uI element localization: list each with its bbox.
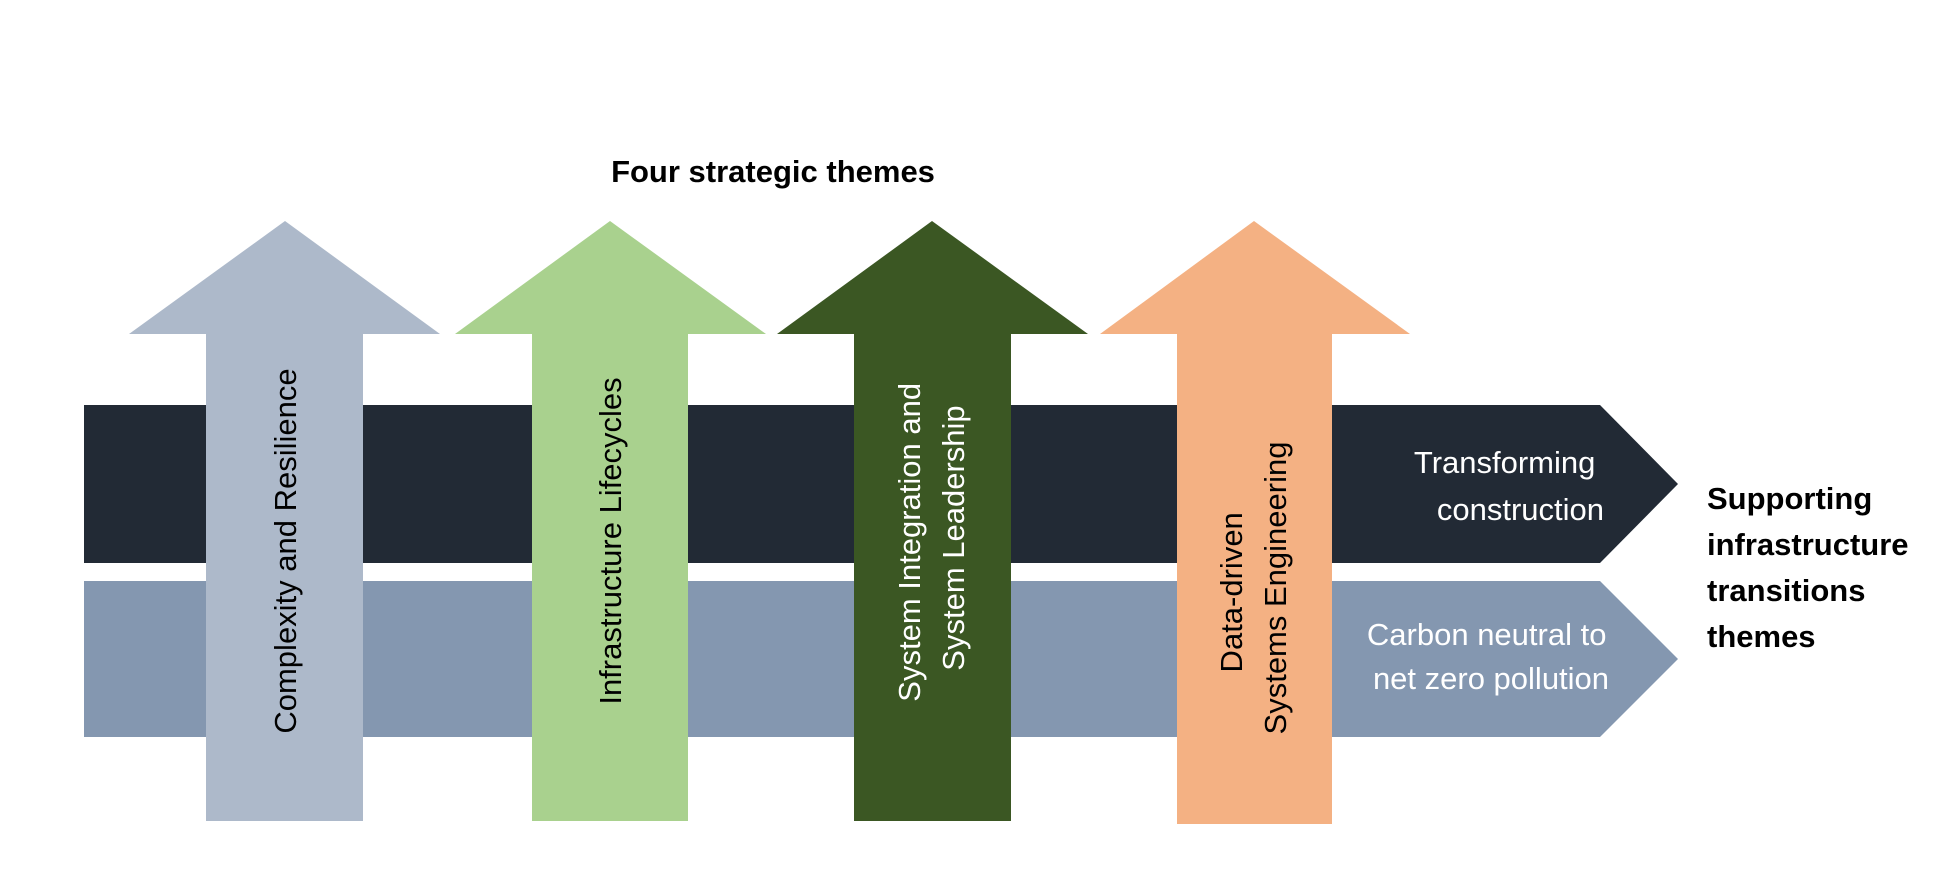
band-label-transforming: Transforming construction — [1414, 445, 1604, 527]
arrow-label-complexity: Complexity and Resilience — [268, 368, 303, 733]
arrow-label-line: Systems Engineering — [1258, 442, 1293, 735]
side-label-line: transitions — [1707, 573, 1865, 608]
arrow-label-line: System Integration and — [892, 383, 927, 702]
band-label-line: construction — [1437, 492, 1604, 527]
side-label-supporting-themes: Supporting infrastructure transitions th… — [1707, 481, 1917, 654]
arrow-system-integration — [777, 221, 1088, 821]
band-label-line: Carbon neutral to — [1367, 617, 1607, 652]
band-label-line: net zero pollution — [1373, 661, 1609, 696]
arrow-labels: Complexity and Resilience Infrastructure… — [268, 368, 1293, 734]
arrow-complexity-resilience — [129, 221, 440, 821]
band-label-carbon-neutral: Carbon neutral to net zero pollution — [1367, 617, 1615, 696]
diagram-title: Four strategic themes — [611, 154, 935, 189]
side-label-line: Supporting — [1707, 481, 1872, 516]
arrow-label-lifecycles: Infrastructure Lifecycles — [593, 377, 628, 704]
strategic-theme-arrows — [129, 221, 1410, 824]
arrow-label-system-integration: System Integration and System Leadership — [892, 374, 971, 701]
arrow-data-driven — [1100, 221, 1410, 824]
arrow-label-line: Complexity and Resilience — [268, 368, 303, 733]
arrow-label-data-driven: Data-driven Systems Engineering — [1214, 442, 1293, 735]
arrow-label-line: Infrastructure Lifecycles — [593, 377, 628, 704]
band-labels: Transforming construction Carbon neutral… — [1367, 445, 1615, 696]
side-label-line: themes — [1707, 619, 1816, 654]
arrow-label-line: System Leadership — [936, 405, 971, 670]
side-label-line: infrastructure — [1707, 527, 1909, 562]
arrow-label-line: Data-driven — [1214, 512, 1249, 672]
arrow-infrastructure-lifecycles — [455, 221, 766, 821]
band-label-line: Transforming — [1414, 445, 1595, 480]
